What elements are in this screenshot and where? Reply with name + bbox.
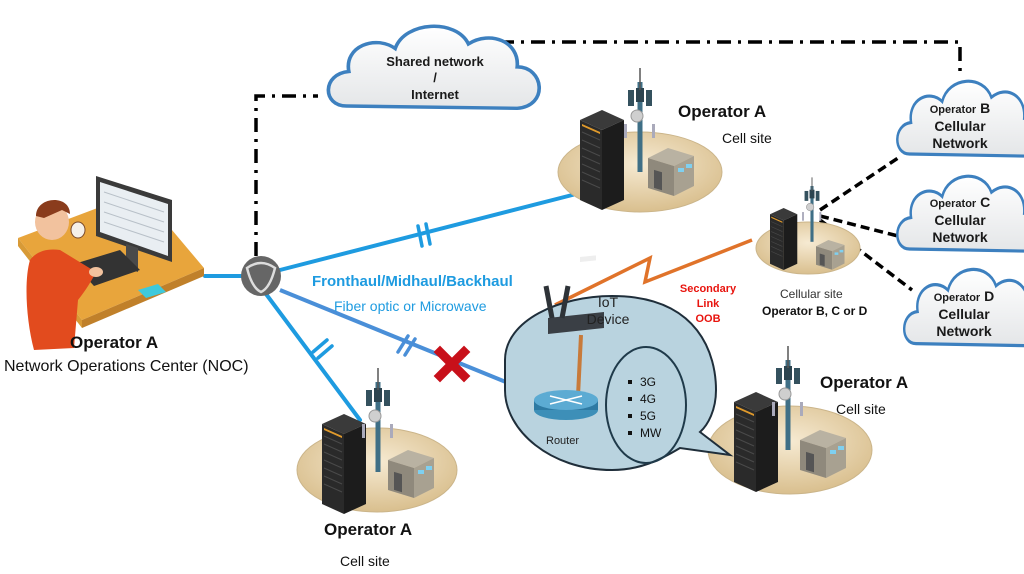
operator-d-letter: D: [984, 288, 995, 304]
cell-site-bottom-right-name: Operator A: [820, 373, 909, 392]
operator-c-letter: C: [980, 194, 991, 210]
operator-d-line3: Network: [936, 323, 992, 340]
technology-list: 3G 4G 5G MW: [640, 374, 661, 442]
iot-label-line1: IoT: [597, 294, 619, 310]
internet-link-dashdot: [254, 40, 962, 256]
cell-site-top-subtitle: Cell site: [722, 130, 772, 146]
secondary-link-line2: Link: [696, 297, 720, 310]
tech-3g: 3G: [640, 375, 657, 389]
partner-cellular-site: [755, 175, 861, 275]
secondary-link-label: Secondary Link OOB: [672, 282, 744, 327]
partner-site-name: Operator B, C or D: [762, 304, 868, 318]
noc-operator-name: Operator A: [70, 333, 159, 352]
operator-b-line3: Network: [932, 135, 988, 152]
cell-site-top-name: Operator A: [678, 102, 767, 121]
tech-5g: 5G: [640, 409, 657, 423]
transport-subtitle: Fiber optic or Microwave: [334, 298, 487, 314]
cell-site-top: [557, 68, 723, 213]
operator-b-line2: Cellular: [934, 117, 986, 134]
cell-site-bottom-left-subtitle: Cell site: [340, 553, 390, 569]
cell-site-bottom-left-name: Operator A: [324, 520, 413, 539]
internet-cloud-label: Shared network / Internet: [340, 54, 530, 103]
cell-site-bottom-right: [707, 346, 873, 495]
transport-title: Fronthaul/Midhaul/Backhaul: [312, 273, 513, 290]
link-break-markers: [396, 334, 417, 357]
fiber-links: [203, 191, 582, 422]
router-label: Router: [546, 435, 580, 447]
tech-4g: 4G: [640, 392, 657, 406]
internet-cloud-line1: Shared network: [386, 54, 484, 69]
operator-c-prefix: Operator: [929, 198, 977, 210]
cell-site-bottom-left: [296, 368, 458, 515]
secondary-oob-link: [554, 238, 753, 307]
secondary-link-line1: Secondary: [679, 283, 737, 295]
iot-device-label: IoT Device: [578, 294, 638, 328]
link-failure-icon: [433, 345, 471, 383]
tech-mw: MW: [640, 426, 662, 440]
operator-b-cloud-label: Operator B Cellular Network: [896, 100, 1024, 153]
iot-label-line2: Device: [586, 310, 630, 327]
internet-cloud-line3: Internet: [411, 86, 459, 102]
internet-cloud-line2: /: [433, 70, 437, 86]
cell-site-bottom-right-subtitle: Cell site: [836, 401, 886, 417]
operator-b-letter: B: [980, 100, 991, 116]
operator-d-line2: Cellular: [938, 305, 990, 322]
noc-workstation-illustration: [18, 176, 204, 350]
link-break-markers: [311, 222, 432, 360]
technology-list-ellipse: [605, 346, 687, 464]
iot-detail-bubble: [504, 255, 734, 472]
iot-device-icon: [543, 255, 604, 334]
operator-c-line3: Network: [932, 229, 988, 246]
noc-subtitle: Network Operations Center (NOC): [4, 358, 249, 375]
partner-site-subtitle: Cellular site: [780, 287, 843, 301]
operator-b-prefix: Operator: [929, 104, 977, 116]
operator-d-cloud-label: Operator D Cellular Network: [900, 288, 1024, 341]
operator-c-line2: Cellular: [934, 211, 986, 228]
technology-bullets: [628, 380, 632, 435]
router-icon: [534, 390, 598, 420]
network-hub-icon: [241, 256, 281, 296]
operator-c-cloud-label: Operator C Cellular Network: [896, 194, 1024, 247]
secondary-link-line3: OOB: [695, 312, 721, 325]
operator-d-prefix: Operator: [933, 292, 981, 304]
